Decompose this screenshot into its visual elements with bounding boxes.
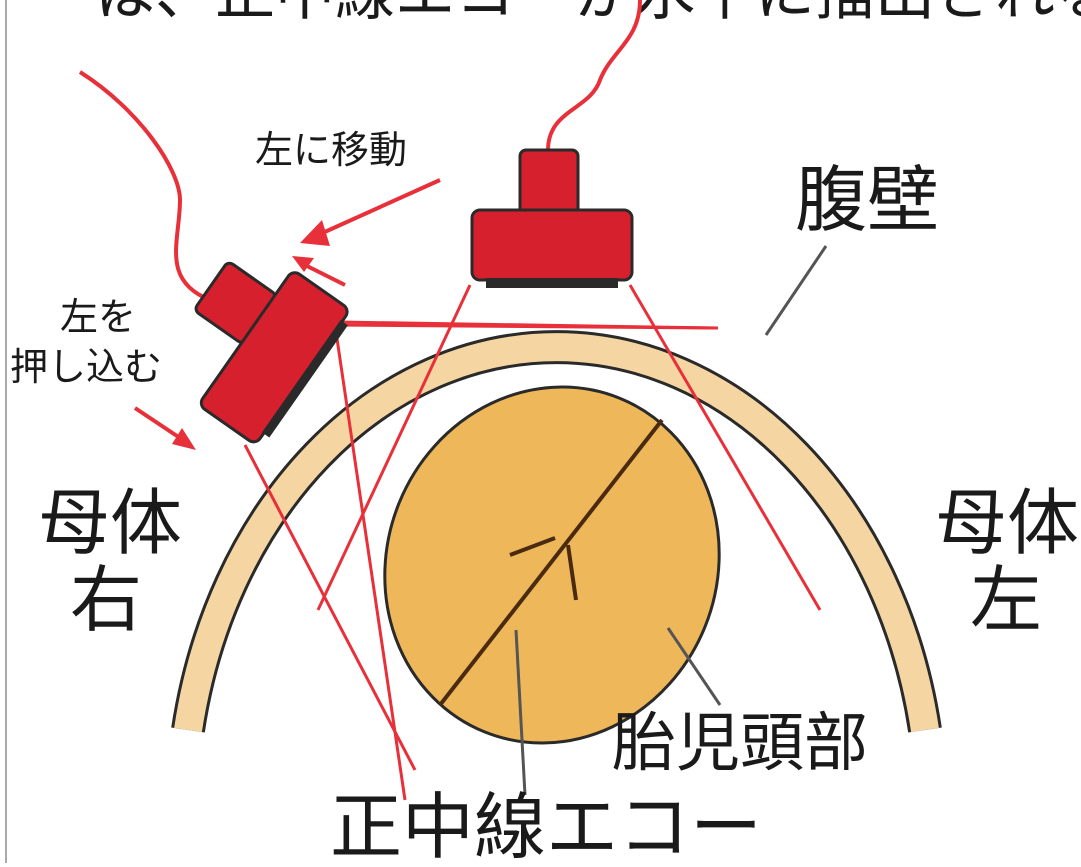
- header-caption: は、正中線エコーが水平に描出される: [95, 0, 1081, 29]
- move-left-arrow: [292, 180, 440, 285]
- label-mother-left-2: 左: [970, 558, 1042, 642]
- label-mother-right-2: 右: [70, 558, 142, 642]
- label-press-left-1: 左を: [60, 295, 136, 339]
- top-probe: [472, 0, 640, 288]
- label-move-left: 左に移動: [255, 128, 407, 172]
- press-left-arrow: [135, 408, 196, 450]
- label-press-left-2: 押し込む: [10, 345, 162, 389]
- label-midline-echo: 正中線エコー: [330, 785, 762, 863]
- label-abdominal-wall: 腹壁: [795, 158, 939, 242]
- abdominal-wall-pointer: [766, 246, 826, 335]
- label-fetal-head: 胎児頭部: [612, 707, 868, 781]
- label-mother-left-1: 母体: [935, 481, 1079, 565]
- label-mother-right-1: 母体: [38, 481, 182, 565]
